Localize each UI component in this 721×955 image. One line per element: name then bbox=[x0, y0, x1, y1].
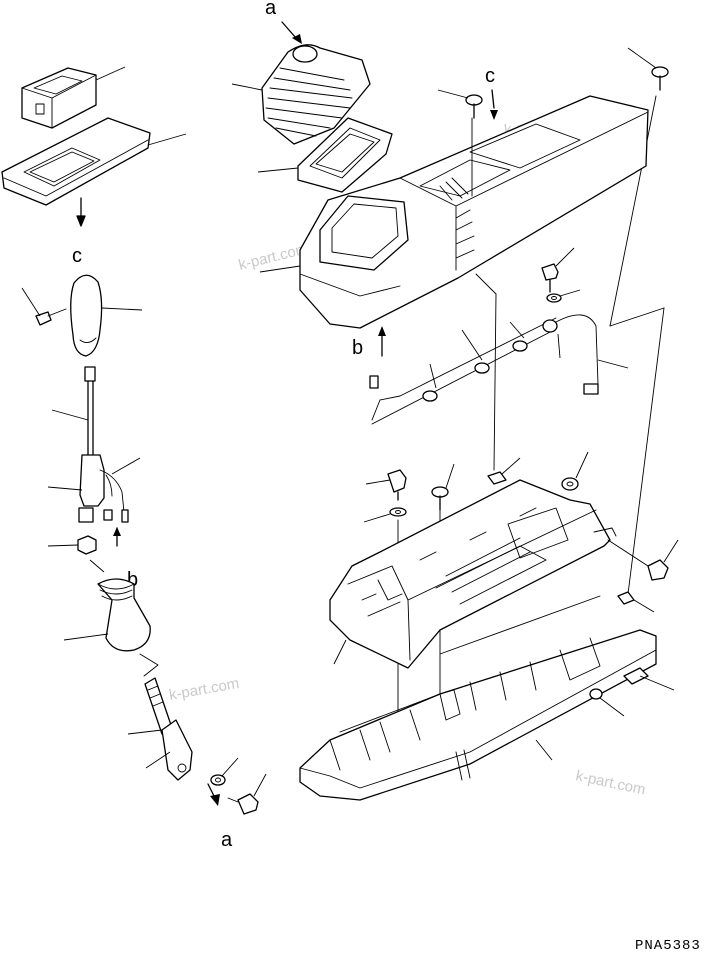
screw-frame bbox=[431, 463, 455, 511]
washer-bottom bbox=[210, 757, 239, 786]
grommet-frame bbox=[561, 451, 589, 491]
shift-boot bbox=[231, 44, 371, 145]
boot-frame bbox=[257, 117, 393, 193]
console-cover bbox=[259, 95, 649, 329]
square-nut-right bbox=[607, 539, 679, 581]
clip-right bbox=[617, 591, 655, 613]
knob-screw bbox=[21, 287, 67, 326]
console-base bbox=[299, 595, 675, 801]
switch-panel bbox=[21, 66, 126, 129]
console-frame bbox=[329, 479, 617, 669]
lever-bracket bbox=[47, 454, 141, 547]
shift-lever bbox=[51, 366, 96, 456]
watermark-3: k-part.com bbox=[168, 675, 241, 704]
lever-base bbox=[127, 653, 220, 806]
bolt-bottom bbox=[227, 773, 267, 815]
wire-harness bbox=[369, 314, 629, 425]
bolt-frame-left bbox=[365, 469, 407, 501]
switch-plate bbox=[1, 117, 187, 227]
drawing-code: PNA5383 bbox=[635, 938, 701, 954]
watermark-2: k-part.com bbox=[237, 240, 310, 274]
bolt-mid-right bbox=[541, 247, 581, 303]
lever-boot bbox=[63, 559, 151, 652]
washer-frame bbox=[363, 507, 407, 523]
shift-knob bbox=[70, 274, 143, 357]
ref-label-b-right: b bbox=[352, 337, 363, 359]
screw-top bbox=[437, 89, 483, 119]
ref-label-a-top: a bbox=[265, 0, 277, 19]
screw-top-right bbox=[609, 47, 669, 327]
ref-label-c-left: c bbox=[72, 245, 82, 267]
nut bbox=[47, 535, 97, 555]
watermark-4: k-part.com bbox=[574, 767, 647, 798]
ref-label-b-left: b bbox=[127, 569, 138, 591]
ref-label-a-bottom: a bbox=[221, 829, 233, 851]
ref-label-c-top: c bbox=[485, 65, 495, 87]
clip-frame bbox=[487, 457, 521, 485]
